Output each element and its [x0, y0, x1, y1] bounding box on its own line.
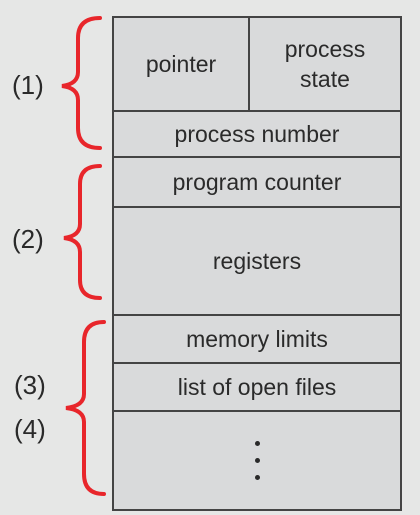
group-label-4: (4) — [14, 414, 46, 444]
process-number-label: process number — [174, 121, 340, 147]
pcb-row-registers: registers — [114, 208, 400, 316]
open-files-label: list of open files — [177, 374, 337, 400]
pointer-label: pointer — [145, 51, 217, 77]
process-state-label: process state — [285, 34, 366, 94]
group-label-2: (2) — [12, 224, 44, 254]
process-control-block: pointer process state process number pro… — [112, 16, 402, 511]
group-label-3: (3) — [14, 370, 46, 400]
group-label-1: (1) — [12, 70, 44, 100]
pcb-row-ellipsis — [114, 412, 400, 509]
pcb-row-open-files: list of open files — [114, 364, 400, 412]
pcb-row-program-counter: program counter — [114, 158, 400, 208]
registers-label: registers — [212, 248, 302, 274]
brace-group-1 — [61, 16, 102, 150]
brace-group-2 — [63, 164, 102, 300]
program-counter-label: program counter — [172, 169, 342, 195]
vertical-ellipsis-icon — [254, 441, 260, 480]
pcb-cell-pointer: pointer — [114, 18, 250, 110]
pcb-cell-process-state: process state — [250, 18, 400, 110]
brace-group-3-4 — [65, 320, 106, 496]
pcb-row-pointer-state: pointer process state — [114, 18, 400, 112]
process-state-line-2: state — [300, 66, 350, 92]
pcb-row-memory-limits: memory limits — [114, 316, 400, 364]
pcb-row-process-number: process number — [114, 112, 400, 158]
memory-limits-label: memory limits — [186, 326, 328, 352]
process-state-line-1: process — [284, 36, 366, 62]
